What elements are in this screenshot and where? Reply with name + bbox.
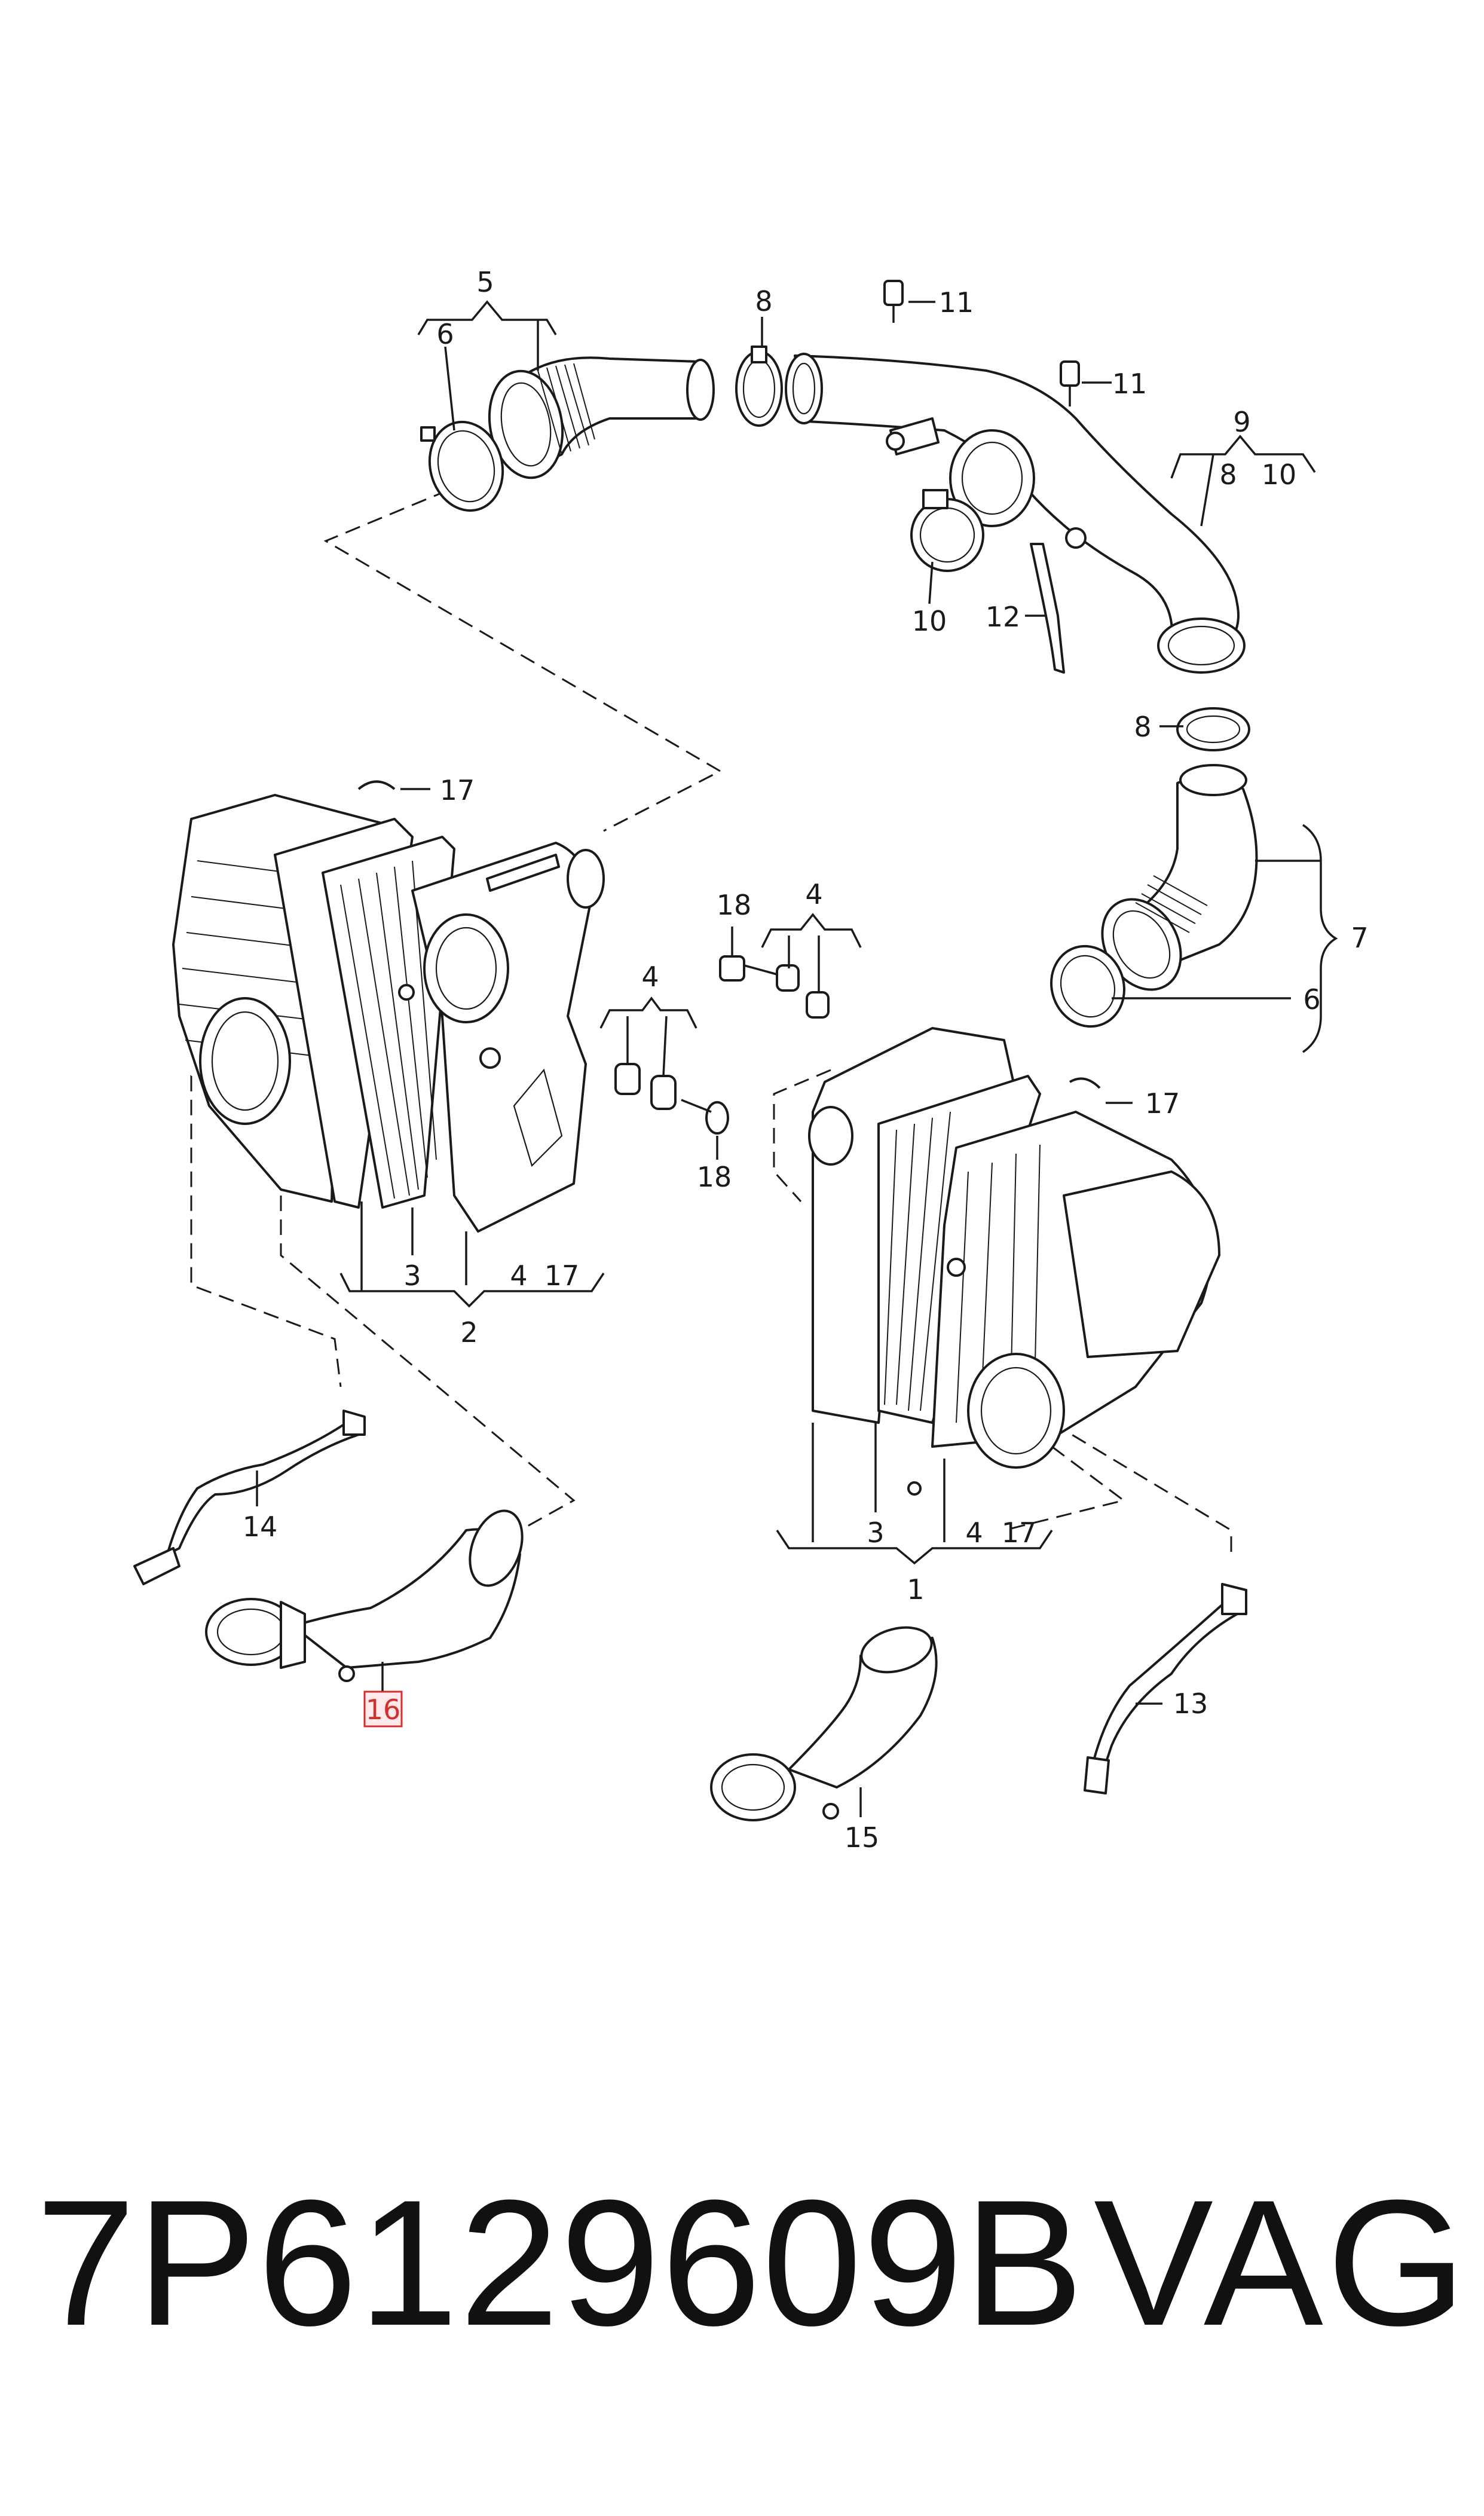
brand-name: VAG — [1094, 2162, 1470, 2363]
leader-lines — [256, 300, 1338, 1817]
callout-7: 7 — [1351, 922, 1368, 954]
callout-18: 18 — [697, 1161, 732, 1193]
callout-6: 6 — [436, 318, 454, 350]
callout-10: 10 — [912, 605, 947, 637]
footer: 7P6129609B VAG — [0, 2164, 1484, 2361]
callout-8: 8 — [1134, 711, 1151, 743]
callout-17: 17 — [440, 774, 475, 806]
callout-9: 9 — [1233, 406, 1250, 438]
assembly-guide-lines — [190, 489, 1232, 1554]
callout-4: 4 — [510, 1259, 527, 1292]
callout-4: 4 — [805, 878, 822, 910]
callout-13: 13 — [1173, 1687, 1208, 1720]
callout-2: 2 — [460, 1316, 478, 1349]
callout-14: 14 — [243, 1511, 278, 1543]
callout-8: 8 — [755, 285, 772, 317]
callout-10: 10 — [1262, 458, 1297, 491]
callout-3: 3 — [403, 1259, 421, 1292]
callout-11: 11 — [1112, 368, 1148, 400]
intake-duct-assembly — [420, 280, 1258, 1028]
callout-12: 12 — [986, 601, 1021, 633]
callout-17: 17 — [1145, 1087, 1180, 1120]
mounting-hardware-left — [614, 955, 830, 1135]
highlight-box — [363, 1690, 403, 1728]
callout-15: 15 — [844, 1821, 880, 1854]
callout-17: 17 — [1002, 1517, 1037, 1549]
inlet-duct-15 — [710, 1626, 938, 1821]
breather-hose-13 — [1084, 1583, 1247, 1794]
callout-1: 1 — [907, 1573, 924, 1606]
callout-16-highlighted: 16 — [366, 1693, 401, 1726]
callout-3: 3 — [867, 1517, 884, 1549]
callout-11: 11 — [939, 286, 974, 319]
callout-17: 17 — [544, 1259, 580, 1292]
callout-6: 6 — [1303, 983, 1320, 1016]
callout-5: 5 — [476, 266, 494, 298]
air-filter-box-right — [808, 1027, 1220, 1496]
inlet-duct-16 — [205, 1509, 524, 1682]
air-filter-box-left — [172, 780, 605, 1233]
callout-18: 18 — [717, 889, 752, 921]
callout-4: 4 — [965, 1517, 983, 1549]
callout-8: 8 — [1219, 458, 1237, 491]
breather-hose-14 — [133, 1410, 366, 1585]
callout-4: 4 — [641, 961, 659, 993]
callout-labels: 5 6 8 11 11 9 8 10 10 12 8 17 7 6 18 4 4… — [243, 266, 1369, 1854]
part-number: 7P6129609B — [36, 2162, 1085, 2363]
